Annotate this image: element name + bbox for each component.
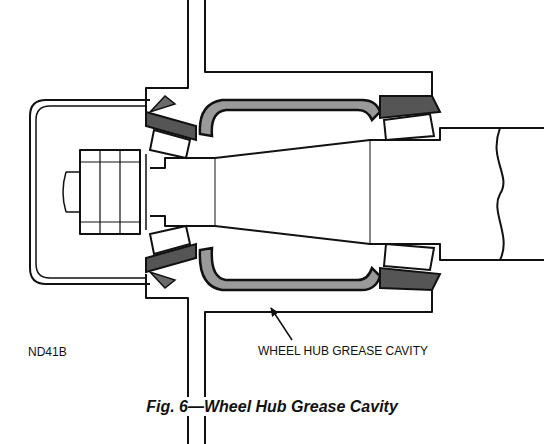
part-label: WHEEL HUB GREASE CAVITY: [256, 344, 430, 358]
figure-code: ND41B: [26, 345, 69, 359]
hub-outline: [205, 290, 432, 444]
shaft-break: [497, 128, 504, 260]
outer-bearing: [146, 112, 196, 272]
washer: [140, 154, 146, 230]
figure-caption: Fig. 6—Wheel Hub Grease Cavity: [144, 397, 400, 416]
hub-outline: [146, 0, 188, 112]
cotter-pin: [63, 172, 80, 212]
grease-cavity: [200, 100, 380, 136]
nut-castellation: [80, 150, 140, 234]
hub-outline: [146, 274, 188, 444]
grease-cavity: [200, 248, 380, 290]
grease-cap: [36, 106, 146, 278]
inner-bearing: [380, 96, 440, 290]
leader-line: [271, 308, 292, 340]
spindle-step: [215, 140, 370, 244]
hub-outline: [205, 0, 432, 96]
grease-cap: [30, 100, 150, 284]
spindle: [500, 128, 544, 260]
spindle-nut: [80, 150, 140, 234]
